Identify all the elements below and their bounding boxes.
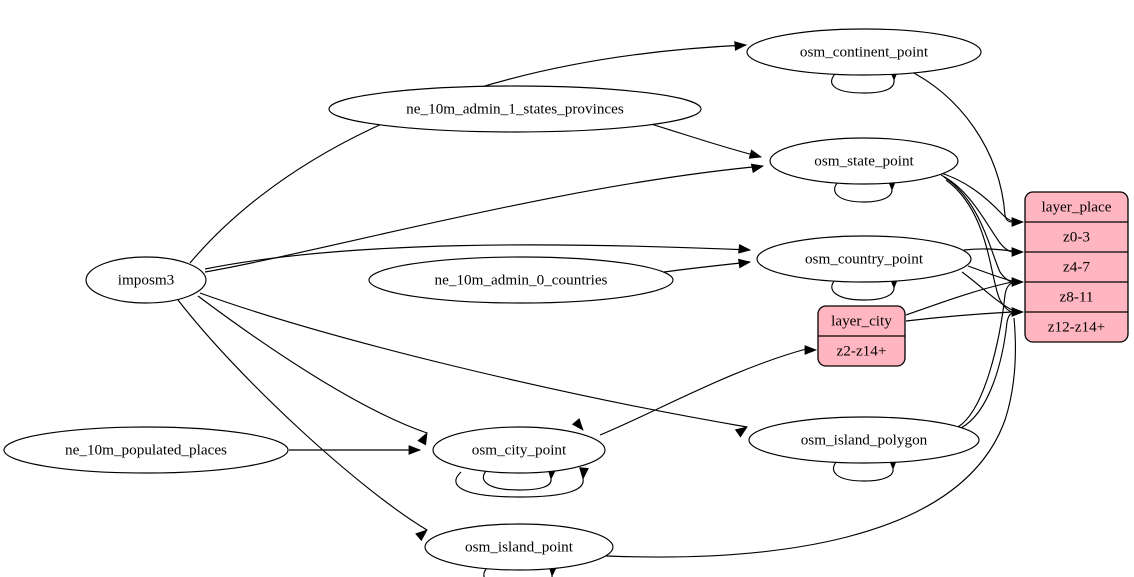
- node-osm-city-point-label: osm_city_point: [472, 441, 567, 458]
- node-osm-island-polygon-shape[interactable]: [748, 416, 980, 464]
- node-imposm3-label: imposm3: [118, 271, 175, 288]
- arrowhead-osm_state_point_b: [748, 149, 763, 159]
- edge-imposm3-to-osm_city_point: [197, 295, 428, 434]
- edge-imposm3-to-osm_island_point: [177, 299, 428, 531]
- edge-imposm3-to-osm_state_point: [204, 165, 764, 273]
- arrowhead-osm_city_point_b: [408, 445, 422, 455]
- node-ne-10m-admin-0-countries[interactable]: ne_10m_admin_0_countries: [368, 256, 674, 304]
- node-osm-country-point-label: osm_country_point: [805, 250, 924, 267]
- edge-osm_country_point-to-layer_place_z8_11: [967, 265, 1013, 282]
- edge-osm_island_point-to-layer_place_z12: [605, 317, 1017, 558]
- node-ne-admin1-label: ne_10m_admin_1_states_provinces: [406, 100, 624, 117]
- edge-osm_country_point-to-layer_place_z12: [961, 271, 1013, 311]
- edges-layer: [177, 44, 1017, 577]
- arrowhead-osm_island_point: [415, 529, 428, 542]
- edge-osm_island_point-to-self: [483, 567, 553, 577]
- record-layer-place-row-2[interactable]: z8-11: [1059, 288, 1093, 305]
- edge-osm_city_point-to-self_outer: [455, 471, 584, 498]
- edge-osm_country_point-to-layer_place_z4_7: [963, 248, 1013, 252]
- node-osm-country-point-shape[interactable]: [756, 235, 972, 283]
- edge-ne_admin0-to-osm_country_point: [663, 261, 751, 273]
- arrowhead-osm_city_point_c: [571, 418, 584, 431]
- edge-osm_state_point-to-layer_place_z0_3: [937, 171, 1013, 222]
- node-ne-admin1-shape[interactable]: [328, 85, 702, 133]
- record-layer-place-box[interactable]: [1024, 191, 1129, 343]
- edge-osm_continent_point-to-layer_place_z0_3: [905, 68, 1013, 223]
- arrowhead-osm_island_polygon: [734, 426, 748, 438]
- record-layer-place-row-0[interactable]: z0-3: [1063, 228, 1090, 245]
- node-osm-continent-point-shape[interactable]: [746, 28, 982, 76]
- edge-imposm3-to-osm_island_polygon: [199, 292, 748, 428]
- node-osm-island-point[interactable]: osm_island_point: [424, 523, 614, 571]
- record-layer-place-row-1[interactable]: z4-7: [1063, 258, 1090, 275]
- node-ne-populated-label: ne_10m_populated_places: [65, 441, 227, 458]
- node-osm-continent-point[interactable]: osm_continent_point: [746, 28, 982, 76]
- node-osm-state-point-label: osm_state_point: [814, 152, 914, 169]
- edge-osm_state_point-to-layer_place_z12: [945, 179, 1013, 313]
- edge-imposm3-to-osm_continent_point: [189, 44, 747, 264]
- node-ne-admin0-shape[interactable]: [368, 256, 674, 304]
- record-layer-place-title: layer_place: [1042, 198, 1112, 215]
- record-layer-place-row-3[interactable]: z12-z14+: [1048, 318, 1105, 335]
- edge-osm_state_point-to-self: [834, 181, 893, 203]
- edge-osm_island_polygon-to-layer_place_z8_11: [957, 282, 1013, 428]
- arrowhead-osm_country_point: [738, 243, 752, 254]
- node-imposm3-shape[interactable]: [85, 256, 207, 304]
- record-layer-city[interactable]: layer_city z2-z14+: [817, 305, 906, 367]
- record-layer-city-title: layer_city: [831, 312, 892, 329]
- node-osm-city-point[interactable]: osm_city_point: [432, 426, 606, 474]
- arrowhead-layer_place_z4_7: [1011, 247, 1025, 257]
- node-osm-island-polygon[interactable]: osm_island_polygon: [748, 416, 980, 464]
- node-ne-populated-shape[interactable]: [3, 426, 289, 474]
- edge-ne_admin1-to-osm_state_point: [650, 123, 762, 158]
- node-osm-state-point[interactable]: osm_state_point: [769, 137, 959, 185]
- node-osm-city-point-shape[interactable]: [432, 426, 606, 474]
- node-imposm3[interactable]: imposm3: [85, 256, 207, 304]
- node-osm-state-point-shape[interactable]: [769, 137, 959, 185]
- arrowhead-layer_place_z0_3: [1011, 217, 1025, 227]
- record-layer-city-row-0[interactable]: z2-z14+: [837, 342, 887, 359]
- node-osm-island-point-label: osm_island_point: [465, 538, 574, 555]
- arrowhead-city_self_outer: [579, 467, 589, 481]
- node-ne-10m-populated-places[interactable]: ne_10m_populated_places: [3, 426, 289, 474]
- arrowhead-osm_state_point: [750, 163, 765, 174]
- edge-osm_city_point-to-layer_city: [599, 348, 807, 436]
- edge-imposm3-to-osm_country_point: [204, 244, 751, 270]
- edge-osm_continent_point-to-self: [831, 72, 895, 94]
- node-osm-island-point-shape[interactable]: [424, 523, 614, 571]
- edge-osm_island_polygon-to-self: [832, 460, 894, 482]
- edge-osm_city_point-to-self_inner: [482, 470, 552, 491]
- arrowhead-layer_city_row: [804, 345, 818, 355]
- arrowhead-layer_place_z12: [1011, 307, 1025, 317]
- arrowhead-osm_country_point_b: [738, 258, 752, 269]
- node-ne-admin0-label: ne_10m_admin_0_countries: [435, 271, 608, 288]
- arrowhead-layer_place_z8_11: [1011, 277, 1025, 287]
- edge-layer_city-to-layer_place_z8_11: [905, 281, 1013, 316]
- node-ne-10m-admin-1-states-provinces[interactable]: ne_10m_admin_1_states_provinces: [328, 85, 702, 133]
- edge-osm_island_polygon-to-layer_place_z12: [960, 312, 1013, 429]
- edge-layer_city-to-layer_place_z12: [905, 311, 1013, 322]
- arrowhead-osm_city_point: [417, 432, 428, 446]
- record-layer-place[interactable]: layer_place z0-3 z4-7 z8-11 z12-z14+: [1024, 191, 1129, 343]
- node-osm-island-polygon-label: osm_island_polygon: [801, 431, 928, 448]
- arrowhead-osm_continent_point: [734, 41, 748, 51]
- node-osm-country-point[interactable]: osm_country_point: [756, 235, 972, 283]
- edge-osm_country_point-to-self: [831, 279, 895, 301]
- node-osm-continent-point-label: osm_continent_point: [800, 43, 929, 60]
